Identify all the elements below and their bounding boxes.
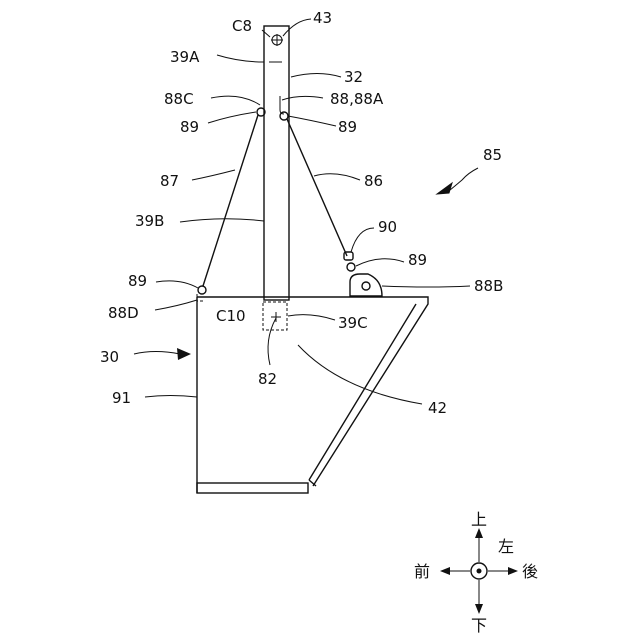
label-32: 32 [344,68,363,86]
wire-86 [287,119,347,256]
label-88-88a: 88,88A [330,90,384,108]
leader-30 [134,352,180,355]
bracket-88b [350,274,382,296]
leader-91 [145,396,197,398]
arrow-rear-icon [508,567,518,575]
label-86: 86 [364,172,383,190]
label-87: 87 [160,172,179,190]
leader-87 [192,170,235,180]
leader-88b [382,286,470,287]
label-91: 91 [112,389,131,407]
label-89-left-bottom: 89 [128,272,147,290]
direction-indicator: 上 左 前 後 下 [414,510,538,635]
leader-32 [291,74,341,78]
leader-39a [217,55,264,62]
body-top-edge [197,297,428,486]
label-42: 42 [428,399,447,417]
leader-86 [314,174,360,180]
leader-89-left-bottom [156,281,198,288]
leader-89-right-bottom [356,259,404,266]
leader-88d [155,300,197,310]
leader-43 [283,19,311,36]
dir-front-label: 前 [414,562,430,581]
label-89-right-bottom: 89 [408,251,427,269]
arrow-front-icon [440,567,450,575]
label-90: 90 [378,218,397,236]
label-39b: 39B [135,212,164,230]
pole-body [264,26,289,300]
ring-89-left-bottom [198,286,206,294]
leader-88c [211,96,260,105]
arrow-up-icon [475,528,483,538]
hook-88a [280,96,284,114]
dir-up-label: 上 [471,510,487,529]
wire-87 [203,115,258,286]
label-88d: 88D [108,304,139,322]
label-43: 43 [313,9,332,27]
leader-39c [288,315,335,320]
dir-rear-label: 後 [522,562,538,581]
label-88c: 88C [164,90,194,108]
dir-left-label: 左 [498,537,514,556]
origin-dot [477,569,482,574]
leader-89-left-top [208,112,256,123]
pole-foot-39c [263,302,287,330]
arrow-30-head [177,348,191,360]
label-89-left-top: 89 [180,118,199,136]
leader-85 [450,168,478,190]
arrow-85-head [437,183,452,194]
label-39c: 39C [338,314,368,332]
leader-89-right-top [288,116,336,126]
leader-90 [351,228,374,252]
label-89-right-top: 89 [338,118,357,136]
leader-39b [180,219,264,222]
leader-c8 [262,30,270,37]
body-bottom-plate [197,483,308,493]
label-85: 85 [483,146,502,164]
arrow-down-icon [475,604,483,614]
reference-labels: C8 43 39A 32 88C 88,88A 89 89 85 87 86 3… [100,9,503,417]
ring-89-right-bottom [347,263,355,271]
label-39a: 39A [170,48,200,66]
dir-down-label: 下 [471,616,487,635]
pole [264,26,289,300]
leader-88-88a [282,96,323,100]
leader-lines [134,19,478,404]
label-c8: C8 [232,17,252,35]
label-88b: 88B [474,277,503,295]
label-30: 30 [100,348,119,366]
label-c10: C10 [216,307,246,325]
leader-82 [268,318,276,365]
ring-89-right-top [280,112,288,120]
label-82: 82 [258,370,277,388]
